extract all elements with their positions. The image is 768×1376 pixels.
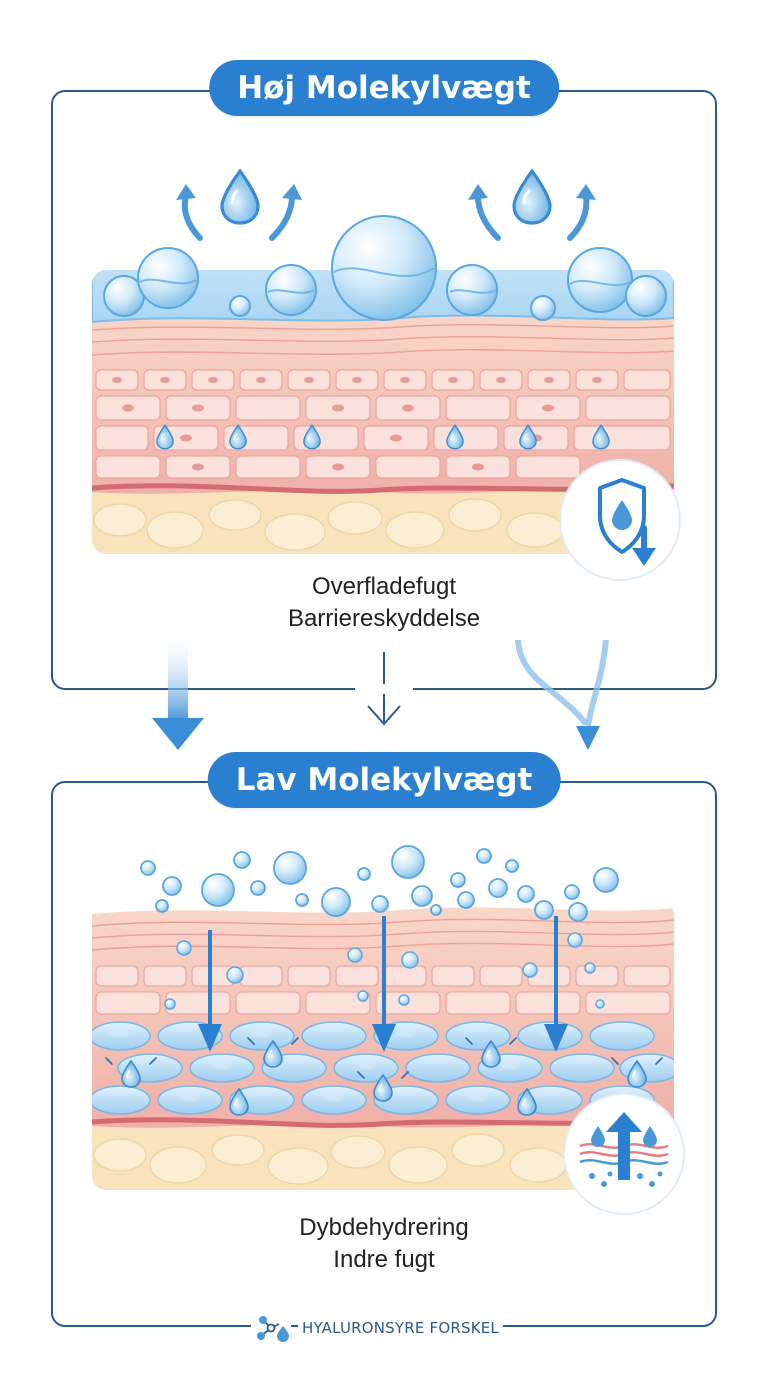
rising-drop-icon xyxy=(512,169,552,225)
bottom-caption-line-1: Dybdehydrering xyxy=(299,1214,469,1241)
deep-hydration-up-arrow-icon xyxy=(563,1093,685,1215)
footer-label: HYALURONSYRE FORSKEL xyxy=(298,1319,503,1337)
small-hyaluronic-molecules xyxy=(140,845,619,922)
high-molecular-weight-title: Høj Molekylvægt xyxy=(209,60,559,116)
rising-drop-icon xyxy=(220,169,260,225)
low-molecular-weight-title: Lav Molekylvægt xyxy=(207,752,561,808)
evaporation-arrows xyxy=(181,193,590,241)
large-hyaluronic-molecules xyxy=(103,215,667,321)
penetration-arrows xyxy=(208,916,558,1028)
top-caption-line-1: Overfladefugt xyxy=(311,573,457,600)
footer: HYALURONSYRE FORSKEL xyxy=(0,1312,768,1344)
top-caption-line-2: Barriereskyddelse xyxy=(287,605,481,632)
molecule-drop-icon xyxy=(251,1312,291,1344)
shield-water-drop-down-arrow-icon xyxy=(559,459,681,581)
bottom-skin-cross-section xyxy=(92,907,674,1190)
bottom-caption-line-2: Indre fugt xyxy=(333,1246,435,1273)
transition-arrows xyxy=(152,632,609,750)
